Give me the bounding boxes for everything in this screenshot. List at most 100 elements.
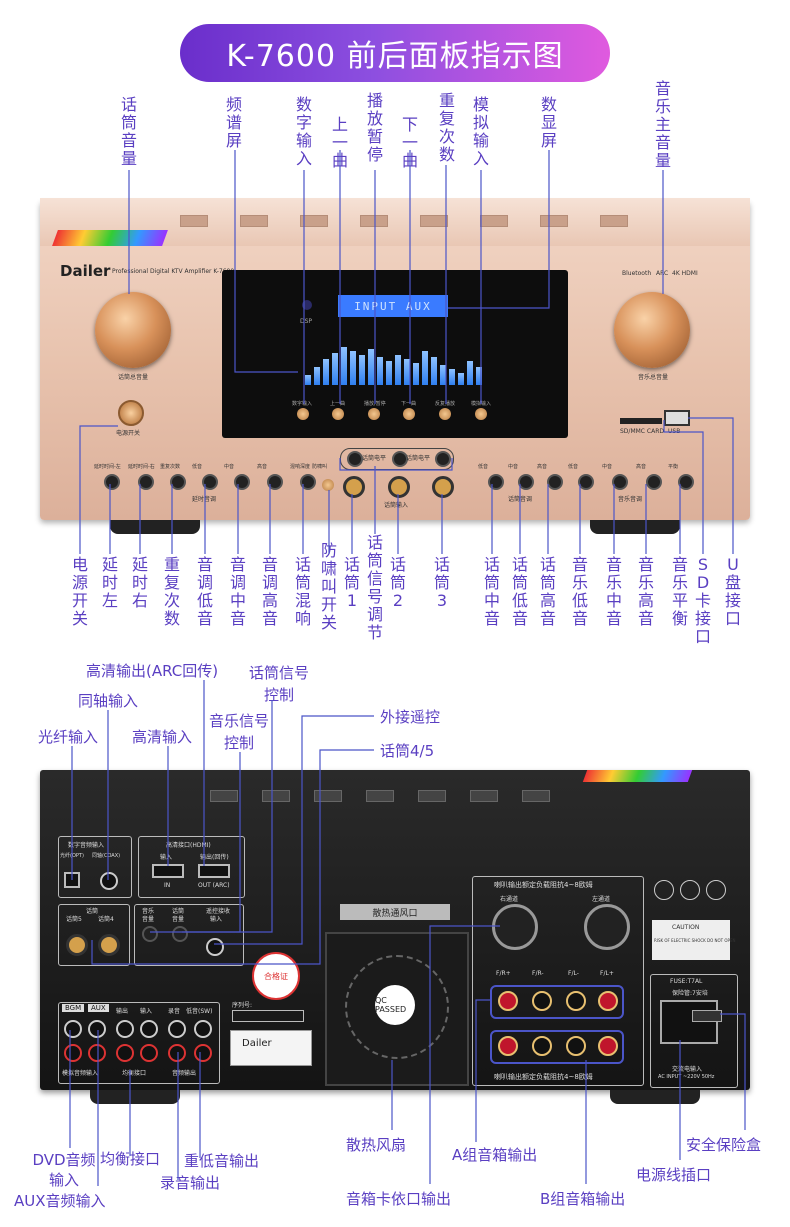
vent-slot bbox=[210, 790, 238, 802]
volume-text: 音量 bbox=[172, 916, 185, 923]
rotary-knob[interactable] bbox=[646, 474, 662, 490]
speaker-output-box bbox=[472, 876, 644, 1086]
prev-track-button[interactable] bbox=[332, 408, 344, 420]
rotary-knob[interactable] bbox=[518, 474, 534, 490]
label-digital-input: 数字输入 bbox=[295, 95, 312, 168]
rotary-knob[interactable] bbox=[547, 474, 563, 490]
rotary-knob[interactable] bbox=[104, 474, 120, 490]
fr-minus-text: F/R- bbox=[532, 970, 544, 977]
left-ch-text: 左通道 bbox=[592, 896, 611, 903]
power-button[interactable] bbox=[118, 400, 144, 426]
front-bottom-label: 延时左 bbox=[101, 555, 118, 610]
label-remote: 外接遥控 bbox=[380, 708, 441, 726]
eq-out-r[interactable] bbox=[116, 1044, 134, 1062]
music-text: 音乐 bbox=[142, 908, 155, 915]
label-repeat-count: 重复次数 bbox=[438, 91, 455, 164]
cert-icon bbox=[680, 880, 700, 900]
aux-in-l[interactable] bbox=[88, 1020, 106, 1038]
eq-in-l[interactable] bbox=[140, 1020, 158, 1038]
rotary-knob[interactable] bbox=[678, 474, 694, 490]
rec-out-r[interactable] bbox=[168, 1044, 186, 1062]
rotary-knob[interactable] bbox=[612, 474, 628, 490]
music-signal-knob[interactable] bbox=[142, 926, 158, 942]
eq-in-r[interactable] bbox=[140, 1044, 158, 1062]
music-volume-knob[interactable] bbox=[614, 292, 690, 368]
sub-out-r[interactable] bbox=[194, 1044, 212, 1062]
mic4-jack[interactable] bbox=[98, 934, 120, 956]
sub-out-l[interactable] bbox=[194, 1020, 212, 1038]
spectrum-bar bbox=[332, 353, 338, 385]
a-fr-minus[interactable] bbox=[532, 991, 552, 1011]
dvd-in-l[interactable] bbox=[64, 1020, 82, 1038]
a-fl-minus[interactable] bbox=[566, 991, 586, 1011]
spectrum-bar bbox=[359, 355, 365, 385]
dvd-in-r[interactable] bbox=[64, 1044, 82, 1062]
music-volume-text: 音乐总音量 bbox=[638, 374, 669, 381]
a-fr-plus[interactable] bbox=[498, 991, 518, 1011]
rotary-knob[interactable] bbox=[170, 474, 186, 490]
a-fl-plus[interactable] bbox=[598, 991, 618, 1011]
spectrum-bar bbox=[476, 367, 482, 385]
spectrum-bar bbox=[422, 351, 428, 385]
sd-card-slot[interactable] bbox=[620, 418, 662, 424]
mic1-jack[interactable] bbox=[343, 476, 365, 498]
power-input-box bbox=[650, 974, 738, 1088]
eq-out-l[interactable] bbox=[116, 1020, 134, 1038]
mic3-jack[interactable] bbox=[432, 476, 454, 498]
mic-volume-knob[interactable] bbox=[95, 292, 171, 368]
repeat-button[interactable] bbox=[439, 408, 451, 420]
aux-in-r[interactable] bbox=[88, 1044, 106, 1062]
aux-badge: AUX bbox=[88, 1004, 109, 1012]
vent-slot bbox=[314, 790, 342, 802]
input-text: 输入 bbox=[210, 916, 223, 923]
spectrum-bar bbox=[467, 361, 473, 385]
label-spectrum-screen: 频谱屏 bbox=[225, 95, 242, 150]
label-sub-out: 重低音输出 bbox=[184, 1152, 260, 1170]
hdmi-box bbox=[138, 836, 245, 898]
analog-input-button[interactable] bbox=[475, 408, 487, 420]
rec-out-l[interactable] bbox=[168, 1020, 186, 1038]
speakon-left[interactable] bbox=[584, 904, 630, 950]
power-socket[interactable] bbox=[660, 1000, 718, 1044]
analog-io-box bbox=[58, 1002, 220, 1084]
rotary-knob[interactable] bbox=[138, 474, 154, 490]
next-track-button[interactable] bbox=[403, 408, 415, 420]
hdmi-out-port[interactable] bbox=[198, 864, 230, 878]
mic2-level-knob[interactable] bbox=[392, 451, 408, 467]
a-group-frame bbox=[490, 985, 624, 1019]
play-pause-button[interactable] bbox=[368, 408, 380, 420]
remote-port[interactable] bbox=[206, 938, 224, 956]
anti-feedback-switch[interactable] bbox=[322, 479, 334, 491]
mic-signal-knob[interactable] bbox=[172, 926, 188, 942]
vent-slot bbox=[600, 215, 628, 227]
front-bottom-label: 音调低音 bbox=[196, 555, 213, 628]
speakon-right[interactable] bbox=[492, 904, 538, 950]
mic1-level-knob[interactable] bbox=[347, 451, 363, 467]
b-fr-minus[interactable] bbox=[532, 1036, 552, 1056]
b-fl-minus[interactable] bbox=[566, 1036, 586, 1056]
front-bottom-label: 重复次数 bbox=[163, 555, 180, 628]
coax-port[interactable] bbox=[100, 872, 118, 890]
vent-slot bbox=[540, 215, 568, 227]
hdmi-in-small-text: IN bbox=[164, 882, 171, 889]
b-fl-plus[interactable] bbox=[598, 1036, 618, 1056]
digital-input-button[interactable] bbox=[297, 408, 309, 420]
front-bottom-label: U盘接口 bbox=[724, 555, 741, 628]
b-fr-plus[interactable] bbox=[498, 1036, 518, 1056]
mic5-jack[interactable] bbox=[66, 934, 88, 956]
fuse-holder[interactable] bbox=[692, 1010, 722, 1022]
hdmi-text: 高清接口(HDMI) bbox=[166, 842, 211, 849]
rotary-knob[interactable] bbox=[578, 474, 594, 490]
vent-label: 散热通风口 bbox=[340, 904, 450, 920]
front-bottom-label: 话筒中音 bbox=[483, 555, 500, 628]
rotary-knob[interactable] bbox=[267, 474, 283, 490]
mic2-jack[interactable] bbox=[388, 476, 410, 498]
eq-port-text: 均衡接口 bbox=[122, 1070, 147, 1077]
vent-slot bbox=[470, 790, 498, 802]
rotary-knob[interactable] bbox=[300, 474, 316, 490]
page-title: K-7600 前后面板指示图 bbox=[180, 24, 610, 82]
rotary-knob[interactable] bbox=[202, 474, 218, 490]
knob-caption: 重复次数 bbox=[160, 464, 181, 470]
mic3-level-knob[interactable] bbox=[435, 451, 451, 467]
